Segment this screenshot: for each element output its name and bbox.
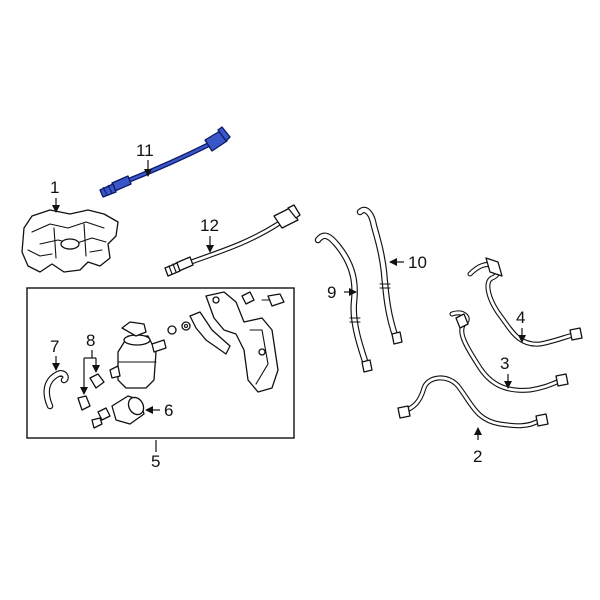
callout-2: 2 xyxy=(473,447,482,466)
callout-labels: 1 2 3 4 5 6 7 8 9 10 11 12 xyxy=(50,141,525,471)
part-8-clips[interactable] xyxy=(77,373,105,411)
callout-8: 8 xyxy=(86,331,95,350)
callout-3: 3 xyxy=(500,354,509,373)
callout-11: 11 xyxy=(136,141,154,160)
callout-12: 12 xyxy=(200,216,219,235)
part-1-heat-shield[interactable] xyxy=(21,209,119,273)
part-11-oxygen-sensor[interactable] xyxy=(99,126,231,198)
part-10-hose[interactable] xyxy=(356,206,403,345)
callout-1: 1 xyxy=(50,178,59,197)
purge-valve[interactable] xyxy=(109,321,167,389)
part-9-hose[interactable] xyxy=(314,232,373,373)
part-4-line[interactable] xyxy=(467,257,583,347)
callout-4: 4 xyxy=(516,308,525,327)
callout-10: 10 xyxy=(408,253,427,272)
callout-7: 7 xyxy=(50,337,59,356)
part-3-line[interactable] xyxy=(449,310,569,393)
part-6-filter[interactable] xyxy=(91,395,147,429)
part-7-hose[interactable] xyxy=(43,370,69,410)
callout-6: 6 xyxy=(164,401,173,420)
leader-lines xyxy=(52,160,526,452)
part-2-line[interactable] xyxy=(397,375,549,429)
callout-9: 9 xyxy=(327,283,336,302)
callout-5: 5 xyxy=(151,452,160,471)
mounting-bracket[interactable] xyxy=(189,291,285,393)
part-12-oxygen-sensor[interactable] xyxy=(164,204,301,277)
fittings[interactable] xyxy=(167,321,191,335)
part-5-assembly-frame xyxy=(26,287,295,439)
